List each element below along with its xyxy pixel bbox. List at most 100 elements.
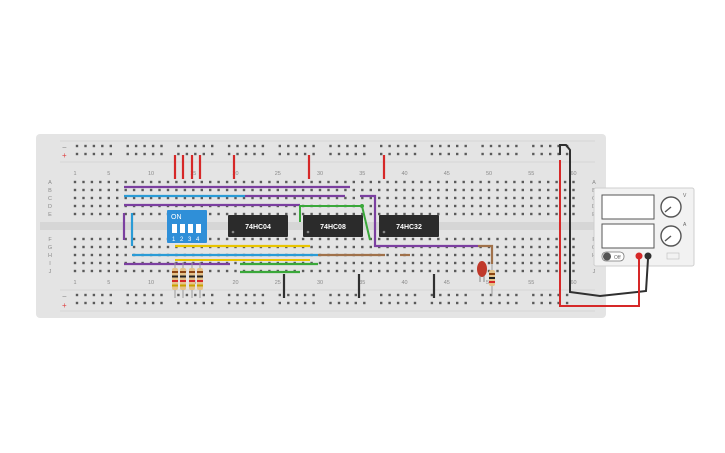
breadboard-hole[interactable]	[411, 237, 415, 241]
breadboard-hole[interactable]	[293, 180, 296, 184]
breadboard-hole[interactable]	[141, 269, 144, 273]
breadboard-hole[interactable]	[158, 212, 161, 216]
breadboard-hole[interactable]	[217, 196, 220, 200]
breadboard-hole[interactable]	[166, 269, 170, 273]
breadboard-hole[interactable]	[354, 301, 357, 305]
breadboard-hole[interactable]	[285, 196, 288, 200]
resistor[interactable]	[189, 262, 195, 298]
breadboard-hole[interactable]	[149, 212, 153, 216]
breadboard-hole[interactable]	[141, 196, 144, 200]
breadboard-hole[interactable]	[513, 180, 516, 184]
breadboard-hole[interactable]	[411, 180, 415, 184]
breadboard-hole[interactable]	[437, 253, 440, 257]
breadboard-hole[interactable]	[200, 180, 203, 184]
breadboard-hole[interactable]	[183, 196, 187, 200]
breadboard-hole[interactable]	[132, 188, 136, 192]
breadboard-hole[interactable]	[563, 237, 567, 241]
breadboard-hole[interactable]	[327, 180, 330, 184]
breadboard-hole[interactable]	[278, 144, 281, 148]
breadboard-hole[interactable]	[183, 188, 187, 192]
breadboard-hole[interactable]	[521, 196, 524, 200]
breadboard-hole[interactable]	[73, 253, 77, 257]
breadboard-hole[interactable]	[276, 196, 279, 200]
breadboard-hole[interactable]	[563, 253, 567, 257]
breadboard-hole[interactable]	[242, 188, 246, 192]
breadboard-hole[interactable]	[75, 301, 79, 305]
breadboard-hole[interactable]	[295, 301, 298, 305]
breadboard-hole[interactable]	[259, 196, 263, 200]
breadboard-hole[interactable]	[335, 188, 339, 192]
breadboard-hole[interactable]	[530, 237, 533, 241]
breadboard-hole[interactable]	[411, 269, 415, 273]
breadboard-hole[interactable]	[268, 212, 271, 216]
breadboard-hole[interactable]	[428, 237, 432, 241]
breadboard-hole[interactable]	[563, 245, 567, 249]
breadboard-hole[interactable]	[386, 196, 389, 200]
breadboard-hole[interactable]	[386, 180, 389, 184]
breadboard-hole[interactable]	[549, 301, 552, 305]
breadboard-hole[interactable]	[225, 212, 229, 216]
breadboard-hole[interactable]	[101, 301, 104, 305]
breadboard-hole[interactable]	[352, 196, 355, 200]
breadboard-hole[interactable]	[454, 237, 457, 241]
breadboard-hole[interactable]	[346, 301, 349, 305]
breadboard-hole[interactable]	[380, 293, 383, 297]
breadboard-hole[interactable]	[287, 293, 290, 297]
breadboard-hole[interactable]	[361, 180, 364, 184]
breadboard-hole[interactable]	[530, 253, 533, 257]
wire-power-red[interactable]	[559, 160, 640, 307]
breadboard-hole[interactable]	[287, 144, 290, 148]
breadboard-hole[interactable]	[462, 261, 465, 265]
breadboard-hole[interactable]	[251, 180, 254, 184]
breadboard-hole[interactable]	[295, 144, 298, 148]
breadboard-hole[interactable]	[506, 152, 510, 156]
breadboard-hole[interactable]	[563, 261, 567, 265]
breadboard-hole[interactable]	[454, 253, 457, 257]
breadboard-hole[interactable]	[405, 152, 408, 156]
breadboard-hole[interactable]	[565, 152, 569, 156]
breadboard-hole[interactable]	[301, 237, 305, 241]
breadboard-hole[interactable]	[285, 188, 288, 192]
breadboard-hole[interactable]	[116, 245, 119, 249]
breadboard-hole[interactable]	[547, 237, 550, 241]
breadboard-hole[interactable]	[101, 293, 104, 297]
breadboard-hole[interactable]	[329, 144, 332, 148]
breadboard-hole[interactable]	[532, 293, 535, 297]
breadboard-hole[interactable]	[428, 253, 432, 257]
breadboard-hole[interactable]	[99, 188, 102, 192]
breadboard-hole[interactable]	[73, 180, 77, 184]
breadboard-hole[interactable]	[530, 188, 533, 192]
breadboard-hole[interactable]	[386, 237, 389, 241]
breadboard-hole[interactable]	[211, 144, 214, 148]
breadboard-hole[interactable]	[428, 180, 432, 184]
breadboard-hole[interactable]	[251, 237, 254, 241]
breadboard-hole[interactable]	[378, 188, 381, 192]
breadboard-hole[interactable]	[285, 212, 288, 216]
breadboard-hole[interactable]	[116, 180, 119, 184]
breadboard-hole[interactable]	[310, 212, 313, 216]
breadboard-hole[interactable]	[437, 180, 440, 184]
breadboard-hole[interactable]	[354, 152, 357, 156]
breadboard-hole[interactable]	[175, 196, 178, 200]
breadboard-hole[interactable]	[295, 152, 298, 156]
wires-green[interactable]	[240, 204, 371, 274]
breadboard-hole[interactable]	[572, 269, 575, 273]
breadboard-hole[interactable]	[73, 245, 77, 249]
breadboard-hole[interactable]	[447, 293, 450, 297]
breadboard-hole[interactable]	[227, 152, 231, 156]
breadboard-hole[interactable]	[487, 269, 491, 273]
breadboard-hole[interactable]	[420, 196, 423, 200]
breadboard-hole[interactable]	[312, 152, 315, 156]
breadboard-hole[interactable]	[149, 245, 153, 249]
breadboard-hole[interactable]	[151, 152, 155, 156]
breadboard-hole[interactable]	[160, 152, 163, 156]
breadboard-hole[interactable]	[116, 204, 119, 208]
breadboard-hole[interactable]	[464, 293, 467, 297]
breadboard-hole[interactable]	[287, 152, 290, 156]
breadboard-hole[interactable]	[295, 293, 298, 297]
resistor[interactable]	[197, 262, 203, 298]
breadboard-hole[interactable]	[166, 188, 170, 192]
breadboard-hole[interactable]	[496, 261, 499, 265]
breadboard-hole[interactable]	[470, 204, 474, 208]
breadboard-hole[interactable]	[403, 204, 406, 208]
